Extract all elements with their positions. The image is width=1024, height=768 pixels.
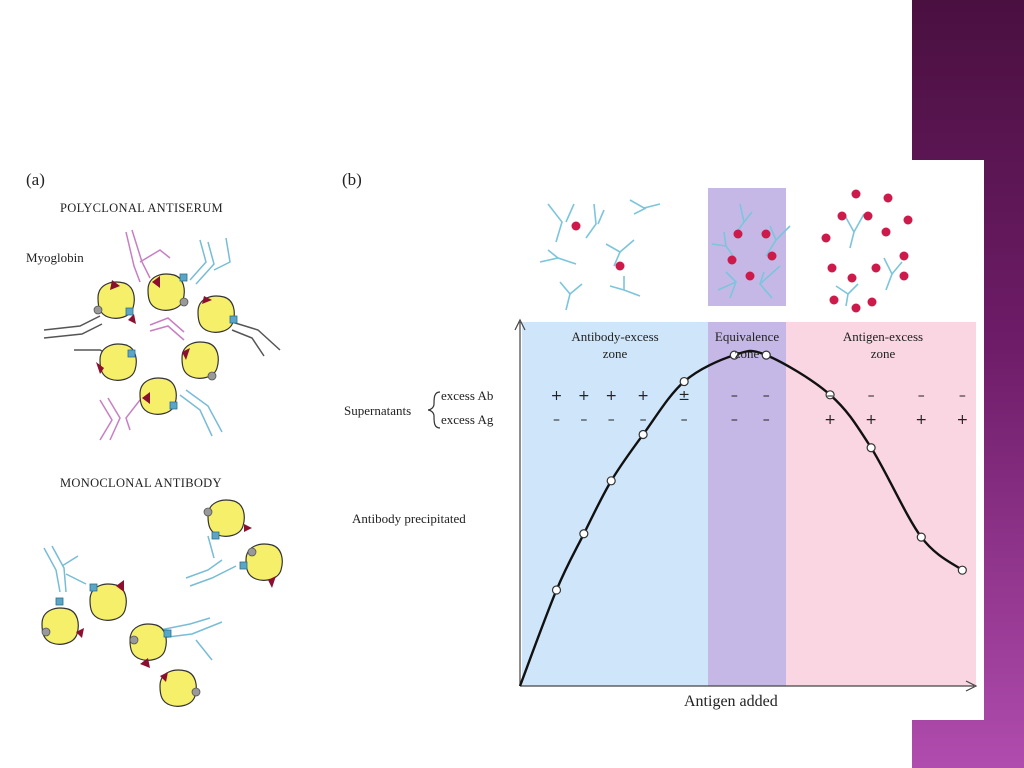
excess-ag-sign: + [865, 412, 877, 428]
excess-ab-sign: – [827, 388, 834, 404]
excess-ag-sign: + [915, 412, 927, 428]
excess-ab-sign: + [578, 388, 590, 404]
y-axis-label: Antibody precipitated [352, 511, 466, 526]
antibody-excess-antigen-dots [571, 221, 625, 271]
data-point [606, 476, 616, 486]
curve-data-points [551, 350, 967, 595]
myoglobin-label: Myoglobin [26, 250, 84, 265]
data-point [551, 585, 562, 595]
x-axis-arrow [965, 680, 978, 692]
data-point [729, 350, 739, 360]
excess-ag-sign: – [763, 412, 770, 428]
excess-ab-sign: – [868, 388, 875, 404]
excess-ab-sign: – [731, 388, 738, 404]
excess-ag-sign: + [824, 412, 836, 428]
excess-ag-sign: – [681, 412, 688, 428]
excess-ab-sign: + [605, 388, 617, 404]
monoclonal-antibody-illustration [41, 499, 283, 707]
data-point [957, 565, 967, 575]
data-point [579, 529, 589, 539]
panel-b-label: (b) [342, 170, 362, 189]
excess-ab-sign: + [637, 388, 649, 404]
monoclonal-heading: MONOCLONAL ANTIBODY [60, 476, 222, 490]
antigen-excess-inset [821, 189, 913, 313]
excess-ab-label: excess Ab [441, 388, 494, 403]
excess-ag-sign: – [640, 412, 647, 428]
zone-backgrounds [522, 322, 976, 686]
excess-ag-sign: – [580, 412, 587, 428]
data-point [916, 532, 926, 542]
x-axis-label: Antigen added [684, 693, 778, 710]
supernatant-signs: + + + + ± – – – – – – – – – – – – – + + + + [551, 388, 969, 428]
excess-ag-sign: – [608, 412, 615, 428]
antibody-excess-inset [539, 199, 661, 311]
excess-ag-label: excess Ag [441, 412, 494, 427]
supernatants-label: Supernatants [344, 403, 412, 418]
excess-ag-sign: – [553, 412, 560, 428]
excess-ab-sign: – [918, 388, 925, 404]
data-point [761, 350, 771, 360]
polyclonal-antiserum-illustration [43, 229, 281, 441]
equivalence-inset [708, 188, 791, 306]
zone-title-antigen-excess: Antigen-excess zone [842, 329, 924, 361]
data-point [866, 443, 876, 453]
zone-title-equivalence: Equivalence zone [714, 329, 780, 361]
y-axis-arrow [514, 318, 526, 331]
polyclonal-heading: POLYCLONAL ANTISERUM [60, 201, 223, 215]
zone-title-antibody-excess: Antibody-excess zone [571, 329, 659, 361]
data-point [638, 429, 648, 440]
data-point [825, 390, 835, 400]
excess-ab-sign: ± [678, 388, 690, 404]
data-point [679, 376, 689, 387]
precipitation-curve [518, 349, 964, 687]
excess-ag-sign: – [731, 412, 738, 428]
panel-a-label: (a) [26, 170, 45, 189]
excess-ab-sign: – [763, 388, 770, 404]
supernatants-brace [427, 391, 441, 429]
excess-ab-sign: + [551, 388, 563, 404]
excess-ab-sign: – [959, 388, 966, 404]
excess-ag-sign: + [956, 412, 968, 428]
chart-axes [514, 318, 978, 692]
